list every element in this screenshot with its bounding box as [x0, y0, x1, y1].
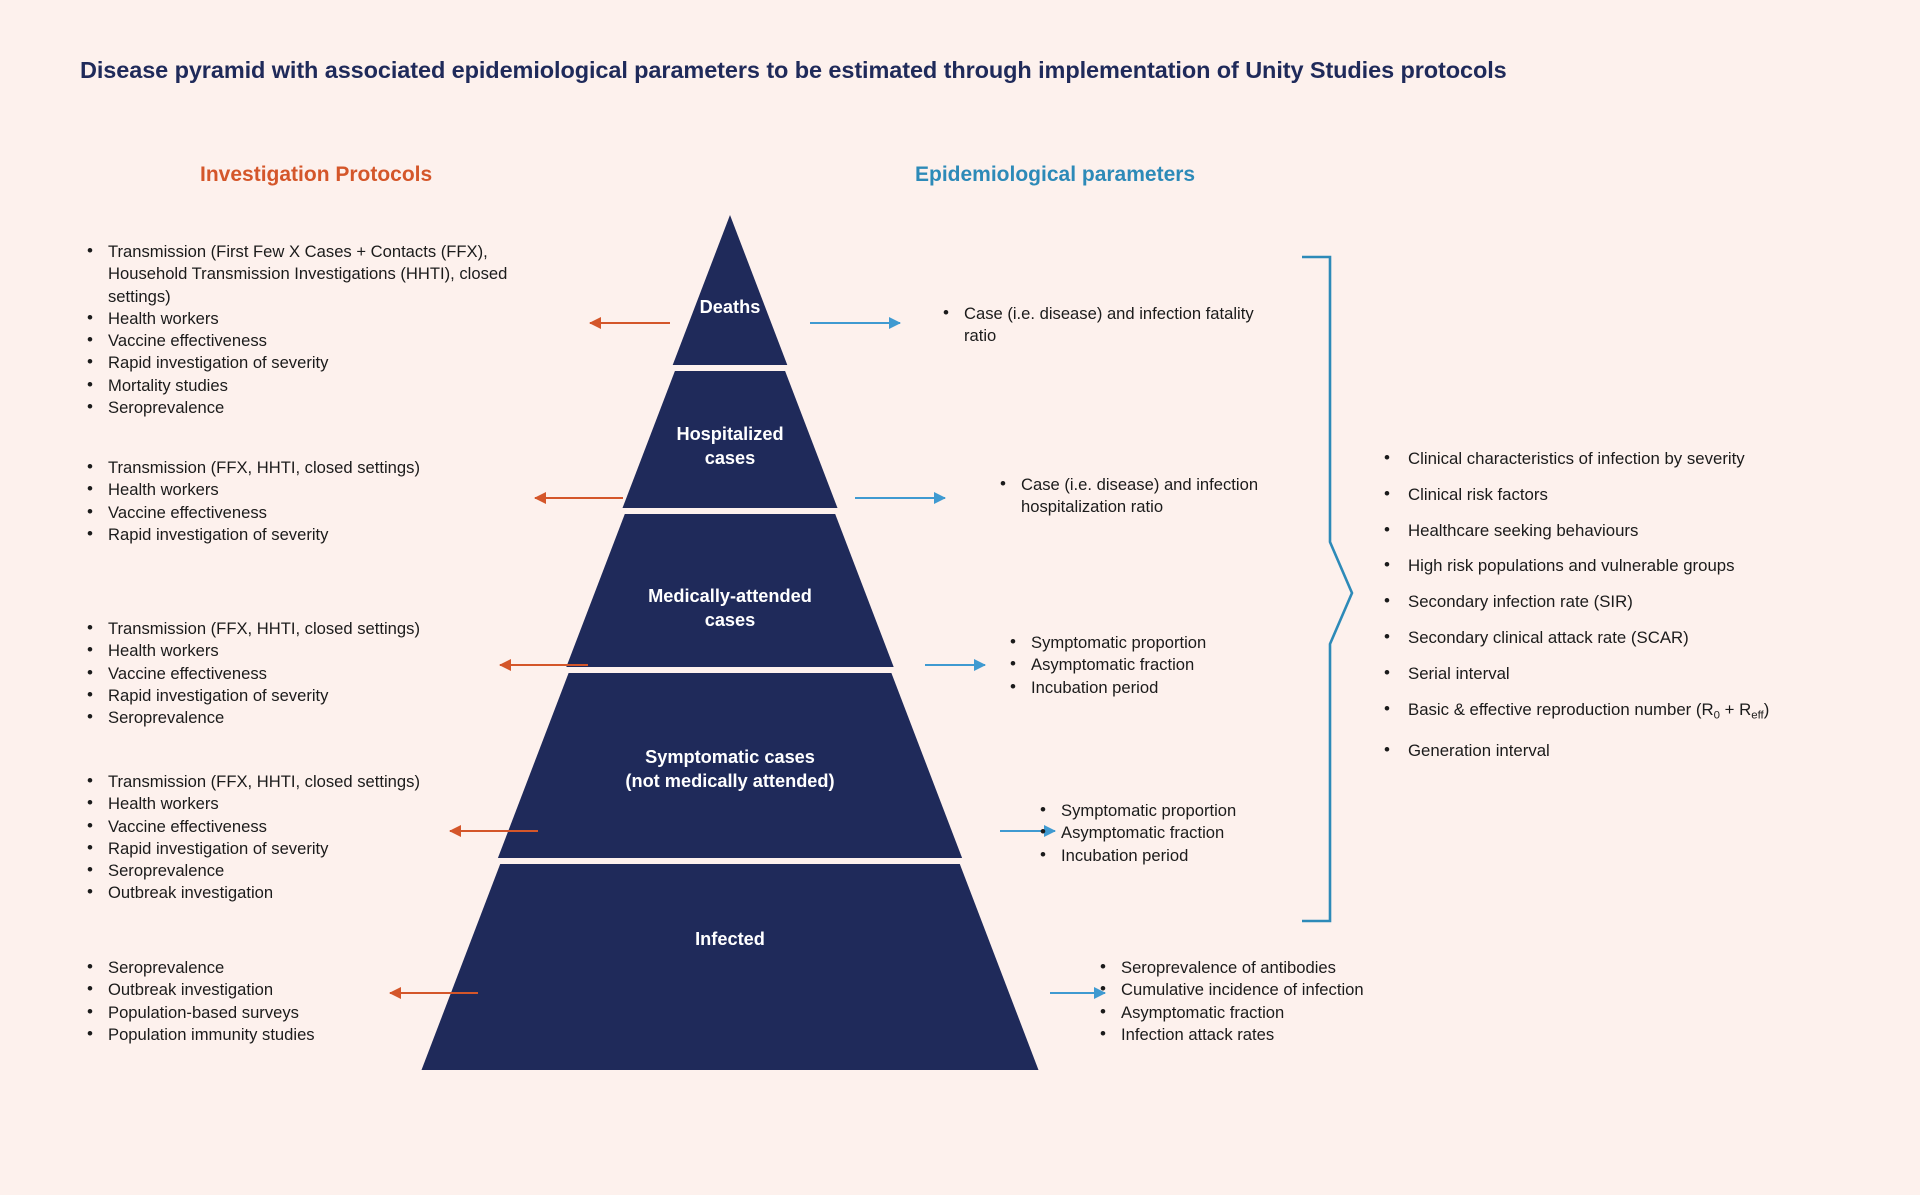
pyramid-level-deaths [672, 215, 788, 365]
list-item: Asymptomatic fraction [1005, 653, 1335, 676]
list-item: Rapid investigation of severity [82, 837, 552, 860]
investigation-protocols-heading: Investigation Protocols [200, 163, 433, 186]
protocols-list-symptomatic: Transmission (FFX, HHTI, closed settings… [82, 770, 552, 905]
list-item: Rapid investigation of severity [82, 523, 552, 546]
disease-pyramid: Deaths Hospitalized cases Medically-atte… [400, 215, 1060, 1075]
list-item: Case (i.e. disease) and infection hospit… [995, 473, 1355, 519]
list-item: Outbreak investigation [82, 978, 552, 1001]
list-item: Healthcare seeking behaviours [1380, 519, 1850, 542]
arrow-right-hospitalized-icon [855, 491, 946, 504]
list-item: Secondary clinical attack rate (SCAR) [1380, 626, 1850, 649]
list-item: Symptomatic proportion [1005, 631, 1335, 654]
parameters-list-symptomatic: Symptomatic proportion Asymptomatic frac… [1035, 799, 1365, 867]
list-item: Vaccine effectiveness [82, 329, 552, 352]
list-item: Seroprevalence [82, 859, 552, 882]
protocols-list-infected: Seroprevalence Outbreak investigation Po… [82, 956, 552, 1046]
arrow-left-symptomatic-icon [449, 824, 538, 837]
list-item: Seroprevalence [82, 706, 552, 729]
protocols-list-hospitalized: Transmission (FFX, HHTI, closed settings… [82, 456, 552, 546]
list-item: Health workers [82, 639, 552, 662]
list-item: Infection attack rates [1095, 1023, 1475, 1046]
list-item: Vaccine effectiveness [82, 662, 552, 685]
parameters-list-deaths: Case (i.e. disease) and infection fatali… [938, 302, 1268, 348]
list-item: Asymptomatic fraction [1095, 1001, 1475, 1024]
parameters-list-medically-attended: Symptomatic proportion Asymptomatic frac… [1005, 631, 1335, 699]
list-item: Generation interval [1380, 739, 1850, 762]
list-item: Transmission (FFX, HHTI, closed settings… [82, 617, 552, 640]
list-item: Mortality studies [82, 374, 552, 397]
list-item: High risk populations and vulnerable gro… [1380, 554, 1850, 577]
arrow-right-deaths-icon [810, 316, 901, 329]
list-item: Health workers [82, 307, 552, 330]
list-item: Incubation period [1035, 844, 1365, 867]
arrow-left-medically-attended-icon [499, 658, 588, 671]
pyramid-level-medically-attended [566, 514, 894, 667]
pyramid-level-hospitalized [622, 371, 838, 508]
list-item: Clinical characteristics of infection by… [1380, 447, 1850, 470]
epidemiological-parameters-heading: Epidemiological parameters [915, 163, 1196, 186]
parameters-list-infected: Seroprevalence of antibodies Cumulative … [1095, 956, 1475, 1046]
page-title: Disease pyramid with associated epidemio… [80, 57, 1507, 84]
brace-shape [1302, 255, 1354, 923]
list-item-reproduction-number: Basic & effective reproduction number (R… [1380, 698, 1850, 727]
page-title-rest: with associated epidemiological paramete… [265, 57, 1507, 83]
list-item: Seroprevalence [82, 956, 552, 979]
list-item: Seroprevalence of antibodies [1095, 956, 1475, 979]
list-item: Vaccine effectiveness [82, 501, 552, 524]
pyramid-shape [421, 215, 1039, 1070]
list-item: Clinical risk factors [1380, 483, 1850, 506]
list-item: Cumulative incidence of infection [1095, 978, 1475, 1001]
list-item: Transmission (FFX, HHTI, closed settings… [82, 456, 552, 479]
cross-cutting-parameters-list: Clinical characteristics of infection by… [1380, 447, 1850, 776]
list-item: Asymptomatic fraction [1035, 821, 1365, 844]
arrow-left-deaths-icon [589, 316, 670, 329]
pyramid-level-infected [421, 864, 1039, 1070]
list-item: Transmission (FFX, HHTI, closed settings… [82, 770, 552, 793]
list-item: Population-based surveys [82, 1001, 552, 1024]
list-item: Seroprevalence [82, 396, 552, 419]
list-item: Health workers [82, 792, 552, 815]
list-item: Serial interval [1380, 662, 1850, 685]
pyramid-level-symptomatic [497, 673, 963, 858]
cross-cutting-brace-icon [1300, 255, 1380, 930]
parameters-list-hospitalized: Case (i.e. disease) and infection hospit… [995, 473, 1355, 519]
list-item: Rapid investigation of severity [82, 684, 552, 707]
list-item: Health workers [82, 478, 552, 501]
arrow-left-hospitalized-icon [534, 491, 623, 504]
list-item: Vaccine effectiveness [82, 815, 552, 838]
list-item: Outbreak investigation [82, 881, 552, 904]
list-item: Population immunity studies [82, 1023, 552, 1046]
page-title-bold: Disease pyramid [80, 57, 266, 83]
protocols-list-medically-attended: Transmission (FFX, HHTI, closed settings… [82, 617, 552, 729]
arrow-left-infected-icon [389, 986, 478, 999]
list-item: Rapid investigation of severity [82, 351, 552, 374]
list-item: Secondary infection rate (SIR) [1380, 590, 1850, 613]
list-item: Incubation period [1005, 676, 1335, 699]
list-item: Transmission (First Few X Cases + Contac… [82, 240, 552, 308]
arrow-right-medically-attended-icon [925, 658, 986, 671]
list-item: Case (i.e. disease) and infection fatali… [938, 302, 1268, 348]
protocols-list-deaths: Transmission (First Few X Cases + Contac… [82, 240, 552, 419]
list-item: Symptomatic proportion [1035, 799, 1365, 822]
